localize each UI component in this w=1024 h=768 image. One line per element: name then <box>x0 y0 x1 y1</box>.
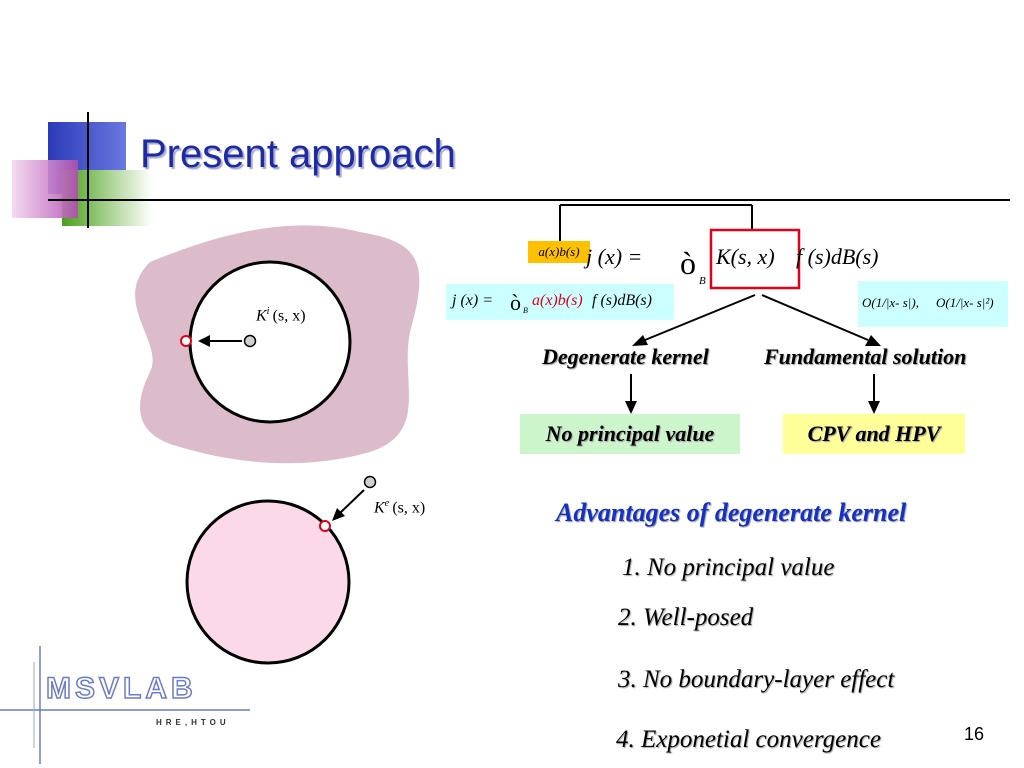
exterior-circle <box>185 499 351 665</box>
decorative-squares <box>12 112 1010 228</box>
exterior-domain-figure <box>185 475 377 665</box>
kernel-highlight-box <box>709 228 801 290</box>
source-point <box>243 334 257 348</box>
arrow-head <box>198 335 210 347</box>
advantage-item-1: 1. No principal value <box>622 554 835 581</box>
slide-title: Present approach <box>140 132 456 176</box>
degenerate-integral: ò <box>510 290 521 315</box>
advantage-item-2: 2. Well-posed <box>618 604 754 631</box>
exterior-boundary-point <box>319 520 331 532</box>
degenerate-lhs: j (x) = <box>452 292 493 309</box>
boundary-point <box>180 335 192 347</box>
fundamental-solution-label: Fundamental solution <box>764 344 967 369</box>
degenerate-kernel-term: a(x)b(s) <box>532 292 583 309</box>
advantage-item-3: 3. No boundary-layer effect <box>618 666 895 693</box>
cpv-hpv-box: CPV and HPV <box>783 414 965 454</box>
interior-domain-figure <box>135 225 420 464</box>
kernel-highlight-text: a(x)b(s) <box>538 244 580 259</box>
singularity-order-2: O(1/|x- s|²) <box>936 295 994 310</box>
degenerate-kernel-label: Degenerate kernel <box>542 344 709 369</box>
integral-sign: ò <box>680 245 696 281</box>
degenerate-equation-box: j (x) = ò B a(x)b(s) f (s)dB(s) <box>446 284 674 320</box>
cpv-hpv-text: CPV and HPV <box>807 421 941 446</box>
exterior-kernel-label: Ke (s, x) <box>374 498 426 517</box>
degenerate-subscript: B <box>523 306 528 315</box>
logo-lines <box>0 646 250 764</box>
integral-subscript: B <box>699 275 706 287</box>
advantage-item-4: 4. Exponetial convergence <box>616 726 881 753</box>
logo-msvlab: MSVLAB <box>45 671 197 706</box>
no-principal-value-box: No principal value <box>520 414 740 454</box>
kernel-highlight-badge: a(x)b(s) <box>528 241 590 263</box>
singularity-box: O(1/|x- s|), O(1/|x- s|²) <box>858 281 1008 327</box>
page-number: 16 <box>963 724 984 744</box>
diagram-connectors <box>559 204 881 414</box>
pink-square <box>12 160 78 218</box>
kernel-term: K(s, x) <box>716 244 775 269</box>
degenerate-rhs: f (s)dB(s) <box>592 292 652 309</box>
main-equation-rhs: f (s)dB(s) <box>796 244 879 269</box>
exterior-source-point <box>363 475 377 489</box>
no-principal-value-text: No principal value <box>545 421 715 446</box>
singularity-order-1: O(1/|x- s|), <box>862 295 919 310</box>
main-equation-lhs: j (x) = <box>586 244 643 269</box>
interior-kernel-label: Ki (s, x) <box>256 306 306 325</box>
logo-subtitle: HRE,HTOU <box>156 718 230 727</box>
main-equation: j (x) = <box>586 244 642 270</box>
advantages-title: Advantages of degenerate kernel <box>556 498 907 527</box>
